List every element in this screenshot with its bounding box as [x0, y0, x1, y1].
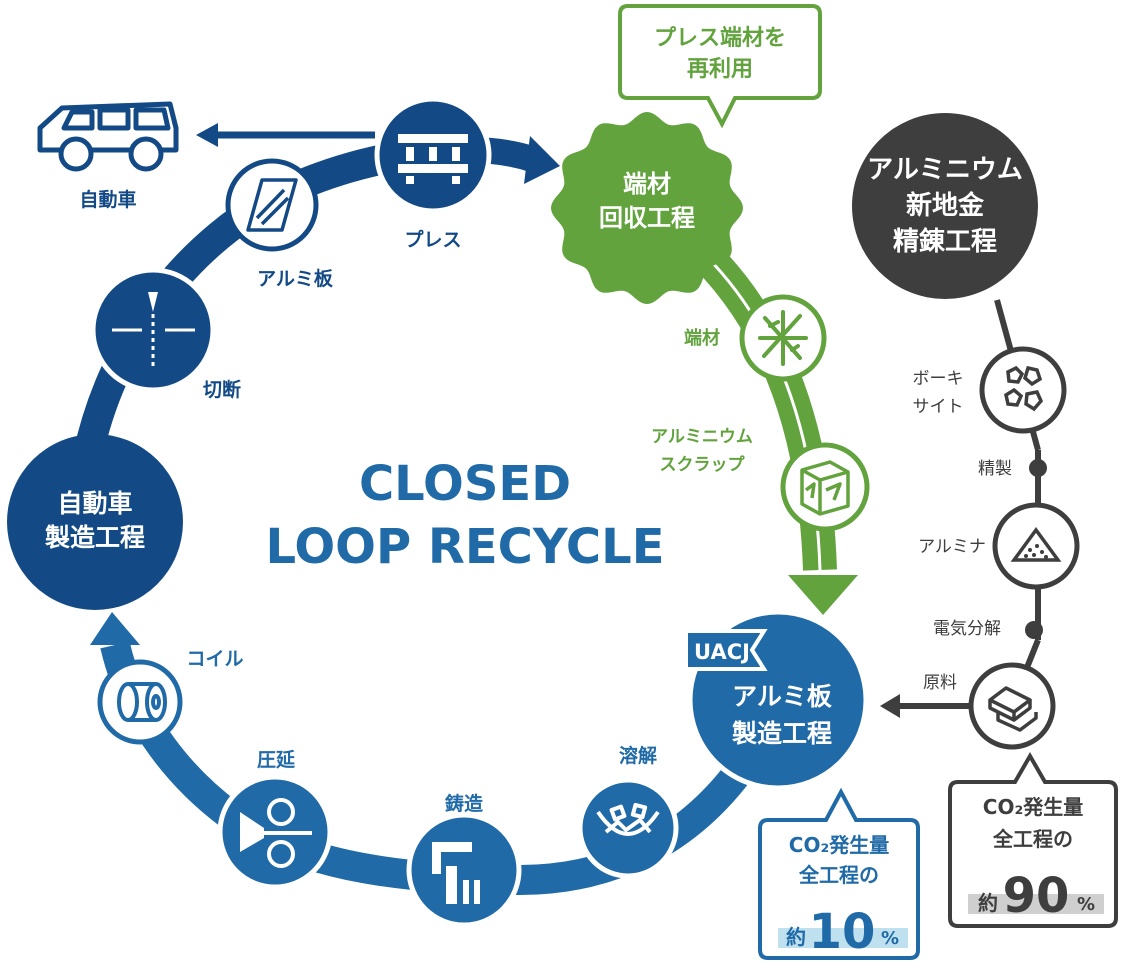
- electrolysis-dot: [1025, 621, 1043, 639]
- raw-material-label: 原料: [923, 673, 957, 693]
- cut-icon: [112, 292, 195, 370]
- uacj-badge-text: UACJ: [694, 640, 750, 664]
- co2-new-prefix: 約: [978, 891, 998, 915]
- car-arrowhead: [196, 123, 218, 147]
- reuse-line1: プレス端材を: [654, 26, 786, 51]
- cutting-label: 切断: [203, 378, 241, 401]
- bauxite-line2: サイト: [913, 397, 964, 417]
- refining-line2: 新地金: [906, 190, 985, 221]
- car-manufacturing-line2: 製造工程: [44, 523, 145, 552]
- melting-icon: [596, 802, 660, 836]
- car-label: 自動車: [79, 188, 136, 211]
- alumina-label: アルミナ: [918, 537, 986, 557]
- co2-new-value: 90: [1003, 868, 1070, 924]
- casting-node: [406, 812, 522, 928]
- press-label: プレス: [404, 228, 461, 251]
- ingot-node: [968, 662, 1056, 750]
- co2-recycle-prefix: 約: [786, 925, 806, 949]
- scrap-collection-node: [551, 112, 743, 304]
- car-manufacturing-line1: 自動車: [57, 489, 132, 518]
- green-arrowhead: [788, 575, 858, 615]
- casting-icon: [432, 842, 480, 904]
- rolling-label: 圧延: [257, 749, 296, 771]
- co2-recycle-highlight: [778, 928, 908, 948]
- aluminum-sheet-node: [225, 158, 319, 252]
- co2-new-callout: CO₂発生量 全工程の 約 90 %: [948, 751, 1118, 928]
- co2-new-highlight: [968, 894, 1104, 914]
- rolling-icon: [240, 798, 312, 868]
- casting-label: 鋳造: [445, 792, 484, 815]
- offcut-icon: [758, 310, 808, 366]
- co2-new-line2: 全工程の: [992, 827, 1073, 851]
- coil-icon: [117, 682, 167, 722]
- bauxite-line1: ボーキ: [913, 369, 964, 389]
- press-arrowhead: [524, 136, 560, 184]
- co2-recycle-line1: CO₂発生量: [789, 833, 889, 857]
- refining-line1: アルミニウム: [867, 155, 1023, 185]
- co2-recycle-callout: CO₂発生量 全工程の 約 10 %: [758, 787, 920, 960]
- press-icon: [398, 134, 468, 184]
- uacj-plant-line2: 製造工程: [731, 719, 832, 748]
- refining-node: [852, 113, 1038, 299]
- reuse-line2: 再利用: [687, 57, 753, 82]
- scrap-collection-line1: 端材: [623, 170, 671, 198]
- electrolysis-label: 電気分解: [933, 619, 1001, 639]
- lower-arrowhead: [90, 612, 140, 645]
- uacj-plant-line1: アルミ板: [732, 682, 832, 711]
- aluminum-scrap-line2: スクラップ: [660, 454, 746, 475]
- sheet-icon: [246, 178, 298, 232]
- bauxite-icon: [1004, 365, 1044, 412]
- aluminum-sheet-label: アルミ板: [257, 267, 334, 290]
- alumina-icon: [1010, 527, 1062, 562]
- scrap-icon: [800, 460, 850, 516]
- car-manufacturing-node: [7, 434, 183, 610]
- bauxite-node: [979, 346, 1067, 434]
- refine-step-dot: [1029, 459, 1047, 477]
- coil-label: コイル: [186, 648, 243, 670]
- ingot-icon: [988, 686, 1038, 732]
- refine-step-label: 精製: [978, 459, 1012, 479]
- coil-node: [97, 659, 183, 745]
- aluminum-scrap-node: [780, 442, 870, 532]
- co2-new-unit: %: [1077, 894, 1095, 915]
- melting-label: 溶解: [619, 744, 657, 767]
- title-line2: LOOP RECYCLE: [266, 519, 665, 575]
- uacj-badge: [684, 629, 768, 671]
- co2-new-line1: CO₂発生量: [983, 795, 1083, 819]
- reuse-callout: プレス端材を 再利用: [618, 4, 822, 129]
- aluminum-scrap-line1: アルミニウム: [651, 427, 753, 447]
- scrap-collection-line2: 回収工程: [599, 204, 695, 232]
- offcut-label: 端材: [684, 327, 720, 349]
- car-icon: [37, 101, 179, 172]
- co2-recycle-value: 10: [809, 904, 876, 960]
- title-line1: CLOSED: [359, 456, 571, 512]
- co2-recycle-line2: 全工程の: [798, 863, 879, 887]
- refining-line3: 精錬工程: [893, 226, 997, 257]
- raw-material-arrowhead: [880, 694, 900, 718]
- co2-recycle-unit: %: [881, 928, 899, 949]
